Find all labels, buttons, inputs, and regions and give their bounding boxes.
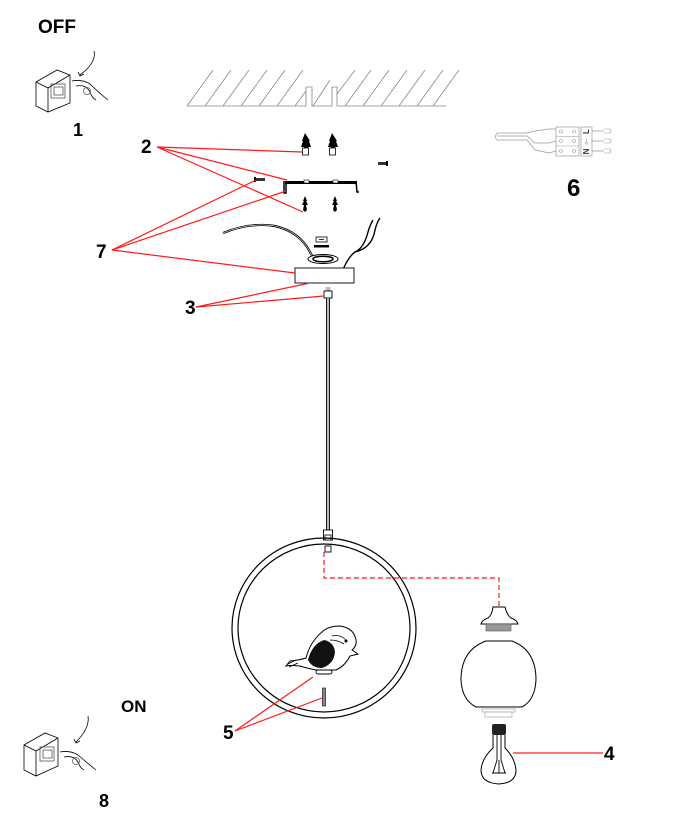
switch-on-icon	[23, 715, 97, 777]
mounting-bracket-icon	[283, 179, 359, 194]
suspension-cable-icon	[323, 287, 333, 553]
canopy-parts-number: 7	[96, 242, 107, 263]
ring-lamp-icon	[231, 537, 417, 719]
screw-icon	[302, 196, 338, 212]
switch-off-icon	[35, 50, 109, 113]
wall-plug-icon	[301, 133, 338, 156]
support-rod-icon	[322, 687, 326, 707]
terminal-live-label: L	[582, 129, 591, 134]
assembly-guide-line	[323, 552, 500, 608]
wiring-number: 6	[567, 175, 580, 202]
lamp-socket-icon	[480, 606, 519, 632]
canopy-icon	[294, 267, 355, 284]
bird-figure-icon	[284, 625, 360, 675]
gasket-icon	[307, 254, 339, 264]
shade-ring-icon	[481, 708, 516, 718]
terminal-neutral-label: N	[582, 148, 591, 154]
bird-ring-number: 5	[223, 723, 234, 744]
bulb-number: 4	[604, 744, 615, 765]
glass-shade-icon	[460, 640, 537, 708]
step-8-number: 8	[99, 791, 109, 811]
step-1-number: 1	[73, 120, 83, 140]
ceiling-icon	[186, 69, 460, 107]
light-bulb-icon	[480, 724, 517, 785]
anchors-screws-number: 2	[141, 137, 152, 158]
off-label: OFF	[38, 17, 76, 38]
terminal-block-icon	[495, 126, 612, 157]
screw-icon	[254, 161, 388, 182]
on-label: ON	[121, 697, 147, 716]
terminal-earth-label: ⏚	[583, 138, 590, 146]
cable-clamp-number: 3	[185, 298, 196, 319]
leader-lines	[111, 146, 603, 754]
terminal-part-icon	[314, 236, 329, 248]
cable-icon	[222, 217, 381, 273]
